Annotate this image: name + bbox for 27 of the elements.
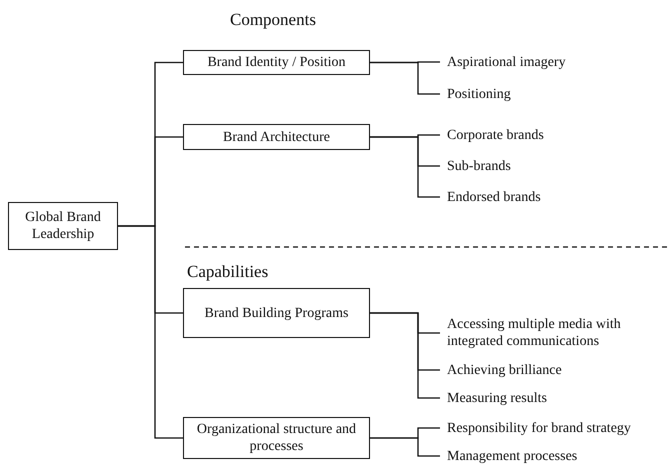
box-label: Brand Building Programs [204,304,348,322]
box-label: Brand Architecture [223,128,330,146]
item-label: Accessing multiple media with integrated communications [447,316,622,350]
category-box [8,202,118,250]
item-label: Endorsed brands [447,188,541,206]
box-label: Global Brand Leadership [24,209,102,243]
item-label: Aspirational imagery [447,54,566,70]
connector-line [370,437,440,457]
connector-line [370,136,440,198]
category-box [183,288,370,338]
connector-line [118,225,183,439]
item-label: Achieving brilliance [447,362,562,378]
category-box [183,50,370,75]
section-heading: Capabilities [187,262,268,282]
item-label: Management processes [447,448,578,464]
item-label: Corporate brands [447,126,544,144]
item-label: Responsibility for brand strategy [447,420,631,436]
section-heading: Components [230,10,316,30]
box-label: Organizational structure and processes [196,421,358,455]
item-label: Sub-brands [447,158,511,174]
category-box [183,417,370,459]
item-label: Measuring results [447,390,547,406]
box-label: Brand Identity / Position [207,54,346,71]
connector-line [370,62,440,95]
connector-line [370,312,440,399]
category-box [183,124,370,150]
item-label: Positioning [447,86,511,102]
